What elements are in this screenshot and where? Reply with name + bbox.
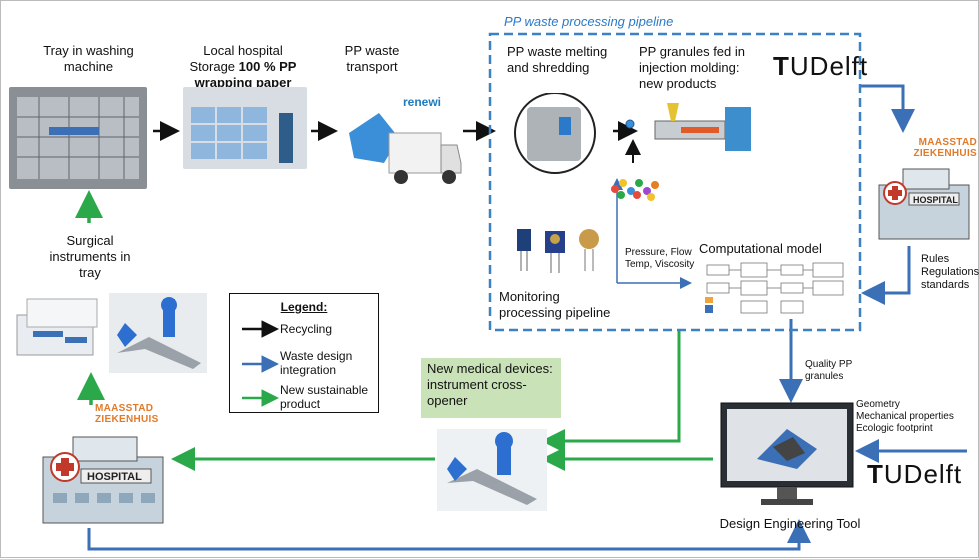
maasstad-right-line1: MAASSTAD [918,137,977,148]
tudelft-logo-bottom-rest: UDelft [883,459,963,489]
maasstad-logo-left: MAASSTAD ZIEKENHUIS [95,403,159,425]
legend-item-product: New sustainable product [280,383,369,411]
arrow-rules-to-model [861,246,911,305]
hospital-sign-right: HOSPITAL [913,195,958,205]
hospital-building-right: HOSPITAL [878,168,970,240]
tray-label: Tray in washing machine [43,43,134,74]
tudelft-logo-top-rest: UDelft [789,51,869,81]
properties-item-2: Ecologic footprint [856,423,933,434]
design-tool-monitor [720,402,854,505]
computational-model-diagram [701,259,851,319]
properties-item-0: Geometry [856,399,900,410]
rules-list: Rules Regulations standards [921,253,979,292]
arrow-pipeline-to-device [541,331,681,453]
legend-title: Legend: [280,300,328,314]
renewi-logo: renewi [403,95,442,109]
injection-molding-image [654,103,751,151]
pp-granules-image [611,179,659,201]
rules-item-2: standards [921,279,970,291]
melting-label: PP waste melting and shredding [507,44,608,75]
storage-label: Local hospital Storage 100 % PP wrapping… [173,43,313,91]
shredder-machine-image [514,93,596,174]
rules-item-0: Rules [921,253,950,265]
new-devices-box: New medical devices: instrument cross-op… [421,358,561,418]
storage-photo [183,87,307,169]
storage-label-bold: 100 % PP [238,59,297,74]
legend-item-design: Waste design integration [280,349,353,377]
surgical-tray-image [16,298,98,356]
pipeline-frame [488,32,862,332]
storage-label-line3: wrapping paper [194,75,292,90]
hospital-building-left: HOSPITAL [42,436,164,524]
cross-opener-image [437,429,547,511]
arrow-hospital-to-tool [87,519,811,551]
properties-list: Geometry Mechanical properties Ecologic … [856,399,954,435]
tray-washing-photo [9,87,147,189]
maasstad-left-line1: MAASSTAD [95,403,154,414]
computational-label: Computational model [699,241,822,256]
tudelft-logo-bottom-t: T [867,459,884,489]
legend: Legend: Recycling Waste design integrati… [229,293,379,413]
storage-label-line1: Local hospital [203,43,283,58]
legend-item-recycling: Recycling [280,322,333,336]
maasstad-left-line2: ZIEKENHUIS [95,414,159,425]
rules-item-1: Regulations [921,266,979,278]
injection-label: PP granules fed in injection molding: ne… [639,44,745,91]
design-tool-label: Design Engineering Tool [719,516,861,531]
quality-label: Quality PP granules [805,359,853,382]
monitoring-label: Monitoring processing pipeline [499,289,611,320]
sensor-params-label: Pressure, Flow Temp, Viscosity [625,247,695,270]
storage-label-line2: Storage [189,59,239,74]
hospital-sign-left: HOSPITAL [87,471,142,483]
tudelft-logo-top-t: T [773,51,790,81]
arrow-pipeline-to-hospital [859,84,915,133]
tudelft-logo-top: TUDelft [773,51,868,82]
sensors-image [517,229,599,273]
surgical-label: Surgical instruments in tray [49,233,131,280]
legend-arrows [242,320,279,407]
pipeline-title: PP waste processing pipeline [504,14,674,29]
maasstad-logo-right: MAASSTAD ZIEKENHUIS [907,137,977,159]
properties-item-1: Mechanical properties [856,411,954,422]
transport-truck-image [349,113,462,184]
transport-label: PP waste transport [344,43,400,74]
injection-node [625,119,635,129]
instrument-photo [109,293,207,373]
maasstad-right-line2: ZIEKENHUIS [913,148,977,159]
tudelft-logo-bottom: TUDelft [867,459,962,490]
